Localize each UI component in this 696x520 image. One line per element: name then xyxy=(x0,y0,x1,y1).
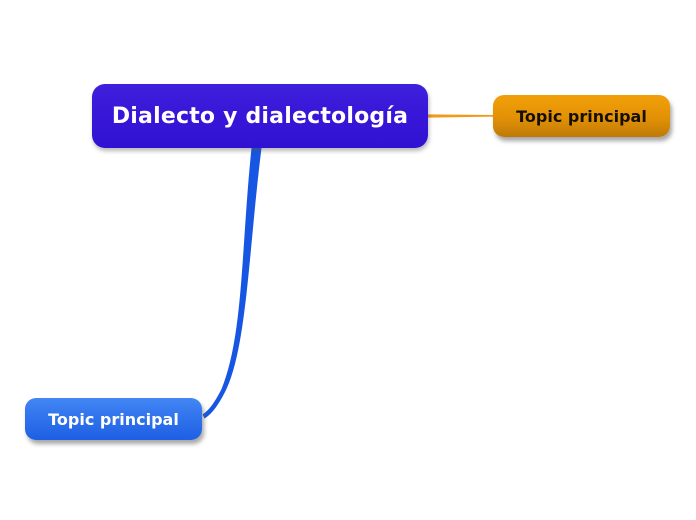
connector-root-to-right-topic xyxy=(428,114,494,118)
bottom-topic-label: Topic principal xyxy=(48,409,179,429)
connector-root-to-bottom-topic xyxy=(202,148,262,419)
root-topic-node[interactable]: Dialecto y dialectología xyxy=(92,84,428,148)
right-topic-node[interactable]: Topic principal xyxy=(493,95,670,137)
root-topic-label: Dialecto y dialectología xyxy=(111,103,409,129)
right-topic-label: Topic principal xyxy=(516,106,647,126)
bottom-topic-node[interactable]: Topic principal xyxy=(25,398,202,440)
